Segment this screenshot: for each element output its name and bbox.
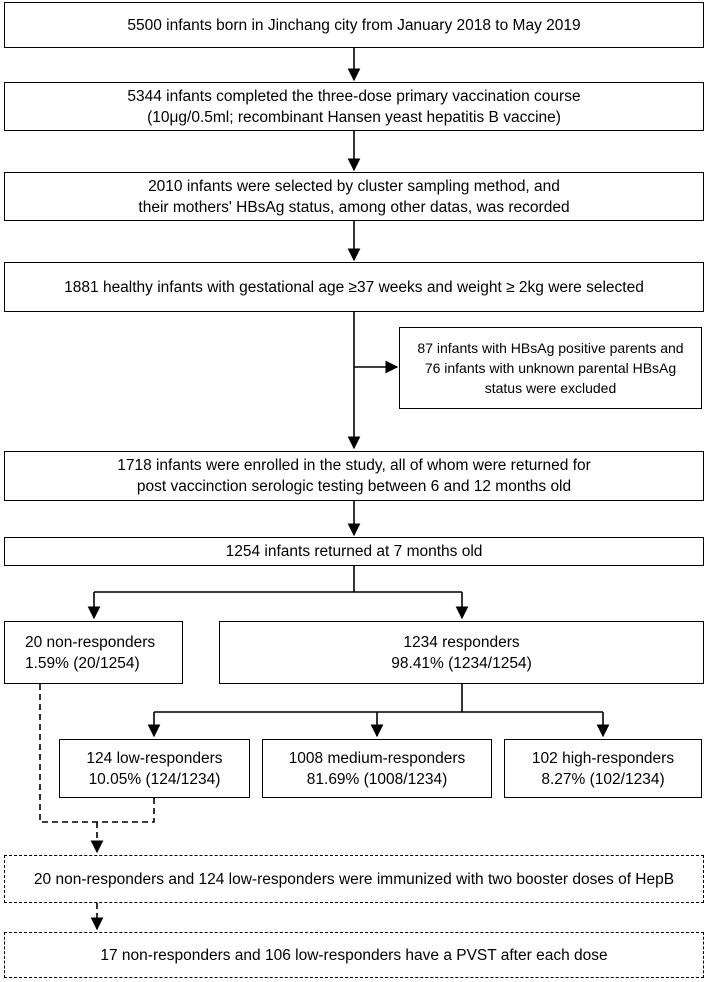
- box-line: status were excluded: [484, 380, 617, 396]
- box-healthy-infants: 1881 healthy infants with gestational ag…: [4, 262, 704, 312]
- box-line: 1234 responders: [403, 633, 520, 651]
- box-cluster-sampling: 2010 infants were selected by cluster sa…: [4, 172, 704, 221]
- box-line: 5344 infants completed the three-dose pr…: [127, 87, 581, 105]
- box-low-responders: 124 low-responders 10.05% (124/1234): [59, 739, 250, 798]
- box-returned-7-months: 1254 infants returned at 7 months old: [4, 537, 704, 566]
- box-line: 8.27% (102/1234): [541, 770, 665, 788]
- box-line: 124 low-responders: [86, 749, 223, 767]
- box-line: 87 infants with HBsAg positive parents a…: [417, 340, 684, 356]
- box-line: 1718 infants were enrolled in the study,…: [117, 457, 591, 474]
- box-line: 20 non-responders: [25, 633, 156, 651]
- box-non-responders: 20 non-responders 1.59% (20/1254): [4, 621, 183, 684]
- box-line: 1.59% (20/1254): [25, 654, 140, 672]
- box-line: 1881 healthy infants with gestational ag…: [64, 278, 644, 296]
- box-line: 81.69% (1008/1234): [306, 770, 448, 788]
- box-line: 1254 infants returned at 7 months old: [225, 543, 483, 560]
- box-booster-doses: 20 non-responders and 124 low-responders…: [4, 855, 704, 903]
- box-medium-responders: 1008 medium-responders 81.69% (1008/1234…: [262, 739, 492, 798]
- box-line: their mothers' HBsAg status, among other…: [138, 198, 570, 216]
- box-line: 1008 medium-responders: [288, 749, 466, 767]
- box-line: 20 non-responders and 124 low-responders…: [33, 870, 675, 888]
- box-high-responders: 102 high-responders 8.27% (102/1234): [504, 739, 702, 798]
- box-excluded: 87 infants with HBsAg positive parents a…: [399, 327, 702, 409]
- box-line: 5500 infants born in Jinchang city from …: [127, 16, 581, 34]
- box-pvst: 17 non-responders and 106 low-responders…: [4, 932, 704, 978]
- box-line: 17 non-responders and 106 low-responders…: [100, 946, 608, 964]
- box-enrolled: 1718 infants were enrolled in the study,…: [4, 451, 704, 501]
- box-line: 102 high-responders: [531, 749, 675, 767]
- box-line: (10μg/0.5ml; recombinant Hansen yeast he…: [147, 108, 561, 126]
- box-responders: 1234 responders 98.41% (1234/1254): [219, 621, 704, 684]
- box-line: post vaccinction serologic testing betwe…: [136, 478, 572, 495]
- box-line: 98.41% (1234/1254): [391, 654, 532, 672]
- box-completed-vaccination: 5344 infants completed the three-dose pr…: [4, 82, 704, 131]
- box-infants-born: 5500 infants born in Jinchang city from …: [4, 2, 704, 48]
- box-line: 10.05% (124/1234): [88, 770, 221, 788]
- box-line: 76 infants with unknown parental HBsAg: [424, 360, 677, 376]
- box-line: 2010 infants were selected by cluster sa…: [148, 177, 560, 195]
